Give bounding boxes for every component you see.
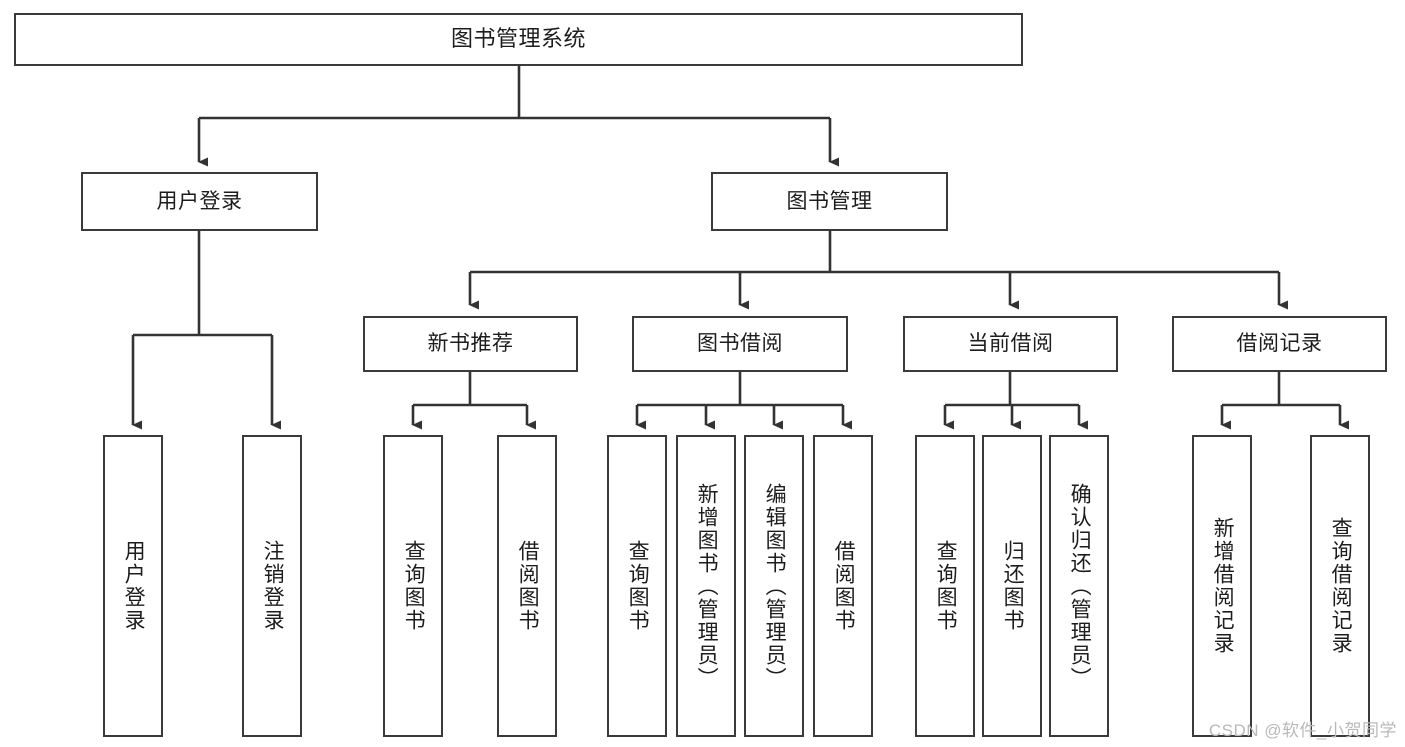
- node-label: 编辑图书（管理员）: [763, 482, 787, 690]
- node-label: 查询借阅记录: [1329, 517, 1353, 655]
- node-user-login[interactable]: 用户登录: [81, 172, 318, 231]
- leaf-user-login-login[interactable]: 用户登录: [103, 435, 163, 737]
- leaf-book-borrow-add-book-admin[interactable]: 新增图书（管理员）: [676, 435, 736, 737]
- watermark: CSDN @软件_小贺同学: [1208, 721, 1397, 740]
- node-label: 新增图书（管理员）: [695, 482, 719, 690]
- node-label: 当前借阅: [967, 332, 1054, 356]
- node-root-system[interactable]: 图书管理系统: [14, 13, 1023, 66]
- leaf-current-borrow-return-book[interactable]: 归还图书: [982, 435, 1042, 737]
- node-book-borrow[interactable]: 图书借阅: [632, 316, 848, 372]
- node-label: 查询图书: [934, 540, 958, 632]
- node-new-book-recommend[interactable]: 新书推荐: [363, 316, 578, 372]
- node-label: 图书管理: [786, 189, 873, 213]
- leaf-book-borrow-borrow-book[interactable]: 借阅图书: [813, 435, 873, 737]
- node-label: 归还图书: [1001, 540, 1025, 632]
- node-label: 查询图书: [626, 540, 650, 632]
- node-label: 图书管理系统: [450, 26, 586, 52]
- node-label: 借阅图书: [832, 540, 856, 632]
- leaf-borrow-record-add-record[interactable]: 新增借阅记录: [1192, 435, 1252, 737]
- leaf-current-borrow-query-book[interactable]: 查询图书: [915, 435, 975, 737]
- leaf-user-login-logout[interactable]: 注销登录: [242, 435, 302, 737]
- node-label: 用户登录: [122, 540, 146, 632]
- leaf-new-book-borrow-book[interactable]: 借阅图书: [497, 435, 557, 737]
- node-book-management[interactable]: 图书管理: [711, 172, 948, 231]
- node-label: 新书推荐: [427, 332, 514, 356]
- node-label: 确认归还（管理员）: [1068, 482, 1092, 690]
- node-current-borrow[interactable]: 当前借阅: [903, 316, 1118, 372]
- leaf-book-borrow-edit-book-admin[interactable]: 编辑图书（管理员）: [744, 435, 804, 737]
- node-label: 用户登录: [156, 189, 243, 213]
- node-label: 新增借阅记录: [1211, 517, 1235, 655]
- node-label: 借阅图书: [516, 540, 540, 632]
- leaf-borrow-record-query-record[interactable]: 查询借阅记录: [1310, 435, 1370, 737]
- leaf-new-book-query-book[interactable]: 查询图书: [383, 435, 443, 737]
- node-label: 注销登录: [261, 540, 285, 632]
- node-label: 查询图书: [402, 540, 426, 632]
- leaf-book-borrow-query-book[interactable]: 查询图书: [607, 435, 667, 737]
- node-label: 图书借阅: [697, 332, 783, 356]
- leaf-current-borrow-confirm-return-admin[interactable]: 确认归还（管理员）: [1049, 435, 1109, 737]
- node-borrow-record[interactable]: 借阅记录: [1172, 316, 1387, 372]
- node-label: 借阅记录: [1236, 332, 1323, 356]
